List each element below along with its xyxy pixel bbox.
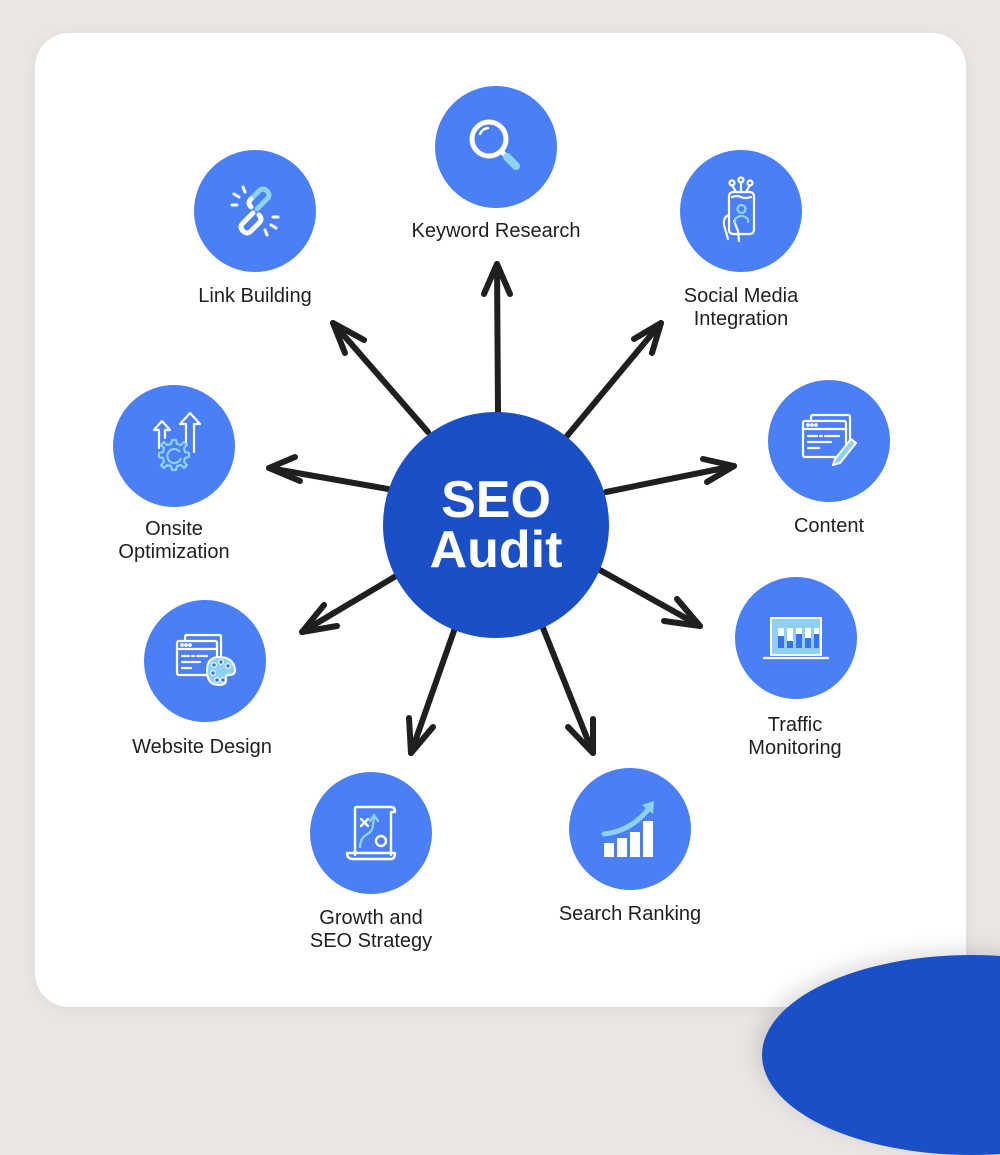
magnifier-icon xyxy=(469,119,520,170)
arrow-search-ranking xyxy=(540,625,596,756)
browser-palette-icon xyxy=(175,633,237,687)
label-website-design: Website Design xyxy=(132,736,272,759)
seo-audit-center: SEO Audit xyxy=(383,412,609,638)
arrow-keyword-research xyxy=(481,261,513,415)
strategy-scroll-icon xyxy=(345,805,397,861)
label-content: Content xyxy=(794,515,864,538)
label-line: Keyword Research xyxy=(411,220,581,242)
node-link-building xyxy=(194,150,316,272)
rising-bars-icon xyxy=(601,801,654,857)
node-social-media-integration xyxy=(680,150,802,272)
label-line: Monitoring xyxy=(748,737,842,759)
document-pencil-icon xyxy=(801,413,857,466)
label-line: Optimization xyxy=(118,541,230,563)
node-onsite-optimization xyxy=(113,385,235,507)
node-growth-seo-strategy xyxy=(310,772,432,894)
center-title-line1: SEO xyxy=(441,471,551,529)
arrow-content xyxy=(603,456,737,495)
label-line: Social Media xyxy=(683,285,799,307)
arrow-website-design xyxy=(299,573,399,635)
smartphone-hand-icon xyxy=(722,176,756,243)
label-link-building: Link Building xyxy=(198,285,311,308)
node-search-ranking xyxy=(569,768,691,890)
label-line: Growth and xyxy=(319,907,423,929)
label-growth-seo-strategy: Growth and SEO Strategy xyxy=(310,907,432,953)
label-line: Search Ranking xyxy=(558,903,702,925)
chain-link-icon xyxy=(230,185,280,237)
arrow-traffic-monitoring xyxy=(595,566,703,629)
label-keyword-research: Keyword Research xyxy=(412,220,581,243)
laptop-bars-icon xyxy=(763,617,829,660)
label-line: SEO Strategy xyxy=(309,930,433,952)
arrow-growth-strategy xyxy=(406,625,458,756)
gear-arrows-icon xyxy=(152,411,202,472)
label-line: Content xyxy=(793,515,865,537)
label-line: Website Design xyxy=(132,736,272,758)
label-line: Integration xyxy=(693,308,789,330)
node-traffic-monitoring xyxy=(735,577,857,699)
label-line: Onsite xyxy=(145,518,203,540)
label-search-ranking: Search Ranking xyxy=(559,903,701,926)
center-title-line2: Audit xyxy=(429,521,563,579)
node-website-design xyxy=(144,600,266,722)
node-content xyxy=(768,380,890,502)
arrow-onsite-optimization xyxy=(266,454,391,492)
node-keyword-research xyxy=(435,86,557,208)
label-line: Traffic xyxy=(767,714,823,736)
label-social-media-integration: Social Media Integration xyxy=(684,285,799,331)
label-line: Link Building xyxy=(198,285,312,307)
arrows-layer xyxy=(266,261,737,756)
label-traffic-monitoring: Traffic Monitoring xyxy=(748,714,841,760)
label-onsite-optimization: Onsite Optimization xyxy=(118,518,229,564)
arrow-social-media xyxy=(564,320,664,439)
arrow-link-building xyxy=(330,320,431,435)
